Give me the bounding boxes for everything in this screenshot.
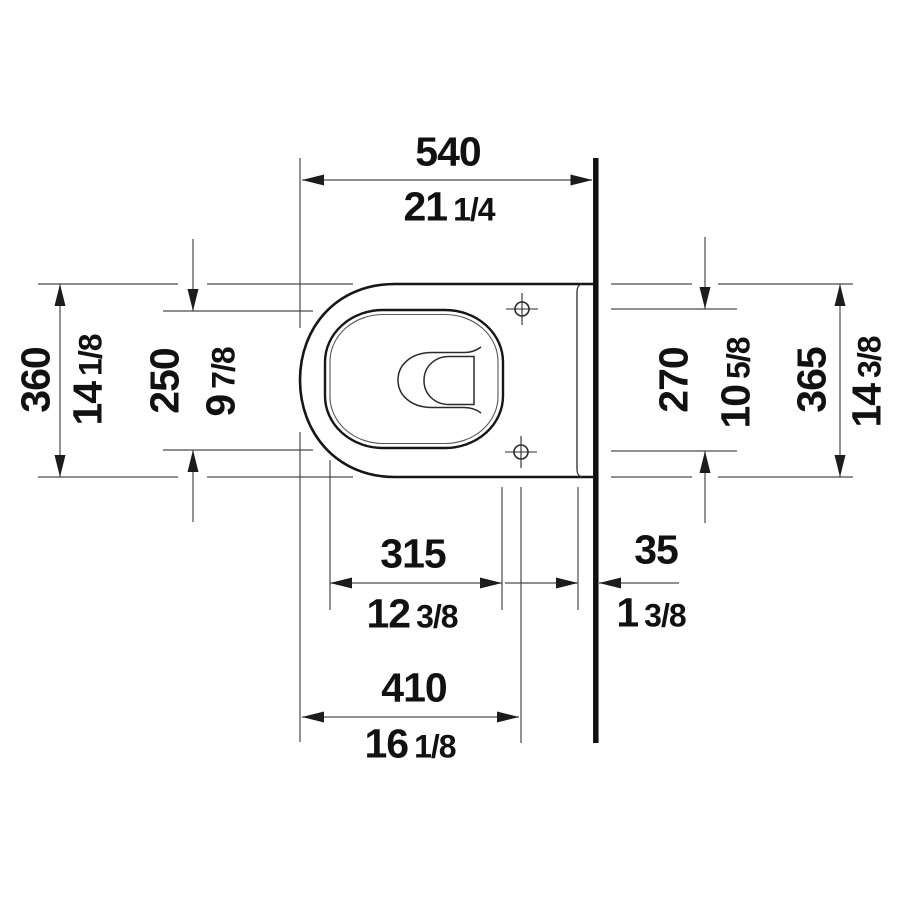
dim-360-inch-frac: 1/8 xyxy=(72,334,109,376)
drain-inner-outline xyxy=(423,355,475,406)
arrow-365-bottom xyxy=(834,455,846,477)
mounting-holes xyxy=(505,293,538,468)
arrow-365-top xyxy=(834,284,846,306)
dim-270-mm-label: 270 xyxy=(650,347,697,413)
dim-35-inch-frac: 3/8 xyxy=(644,597,686,634)
arrow-250-bottom xyxy=(187,450,199,472)
bowl-rim-outer xyxy=(323,308,505,450)
dim-410-inch-whole: 16 xyxy=(364,720,409,767)
dim-540-inch-frac: 1/4 xyxy=(453,191,495,228)
dim-365-mm-label: 365 xyxy=(788,347,835,413)
mounting-hole-top-crosshair xyxy=(506,293,538,325)
arrow-270-bottom xyxy=(699,451,711,473)
dim-360-inch-whole: 14 xyxy=(64,381,111,426)
arrow-315-left xyxy=(330,577,352,589)
dim-35-inch-whole: 1 xyxy=(616,589,639,636)
arrow-360-bottom xyxy=(54,455,66,477)
bowl-rim-inner xyxy=(329,313,499,445)
dim-410-inch-frac: 1/8 xyxy=(414,728,456,765)
dim-315-inch-frac: 3/8 xyxy=(416,598,458,635)
mounting-hole-bottom-crosshair xyxy=(505,436,537,468)
dim-35-mm-label: 35 xyxy=(634,526,679,573)
arrow-410-right xyxy=(497,711,519,723)
dim-250-inch-whole: 9 xyxy=(197,394,244,417)
dim-250-inch-frac: 7/8 xyxy=(205,347,242,389)
arrow-360-top xyxy=(54,284,66,306)
dim-410-mm-label: 410 xyxy=(381,664,447,711)
dim-360-mm-label: 360 xyxy=(12,347,59,413)
dim-365-inch-label: 143/8 xyxy=(843,336,890,428)
toilet-rear-ledge-line xyxy=(576,283,583,478)
dim-540-inch-whole: 21 xyxy=(403,183,448,230)
dim-540-mm-label: 540 xyxy=(415,128,481,175)
arrow-35-left xyxy=(556,577,578,589)
dim-270-inch-frac: 5/8 xyxy=(720,337,757,379)
arrow-540-right xyxy=(570,174,593,186)
dim-270-inch-label: 105/8 xyxy=(712,337,759,429)
dim-365-inch-frac: 3/8 xyxy=(851,336,888,378)
arrow-35-right xyxy=(599,577,621,589)
dim-250-inch-label: 97/8 xyxy=(197,347,244,417)
drain-outline xyxy=(397,346,482,414)
extension-lines xyxy=(38,158,853,743)
dim-270-inch-whole: 10 xyxy=(712,384,759,429)
arrow-315-right xyxy=(480,577,502,589)
dim-315-inch-whole: 12 xyxy=(366,590,411,637)
dimension-arrowheads xyxy=(54,174,846,723)
arrow-540-left xyxy=(302,174,324,186)
dim-360-inch-label: 141/8 xyxy=(64,334,111,426)
toilet-outline xyxy=(298,282,593,479)
dim-315-mm-label: 315 xyxy=(380,530,446,577)
dim-250-mm-label: 250 xyxy=(141,348,188,414)
dim-365-inch-whole: 14 xyxy=(843,383,890,428)
arrow-270-top xyxy=(699,287,711,309)
arrow-250-top xyxy=(187,289,199,311)
arrow-410-left xyxy=(302,711,324,723)
toilet-body xyxy=(298,282,593,479)
